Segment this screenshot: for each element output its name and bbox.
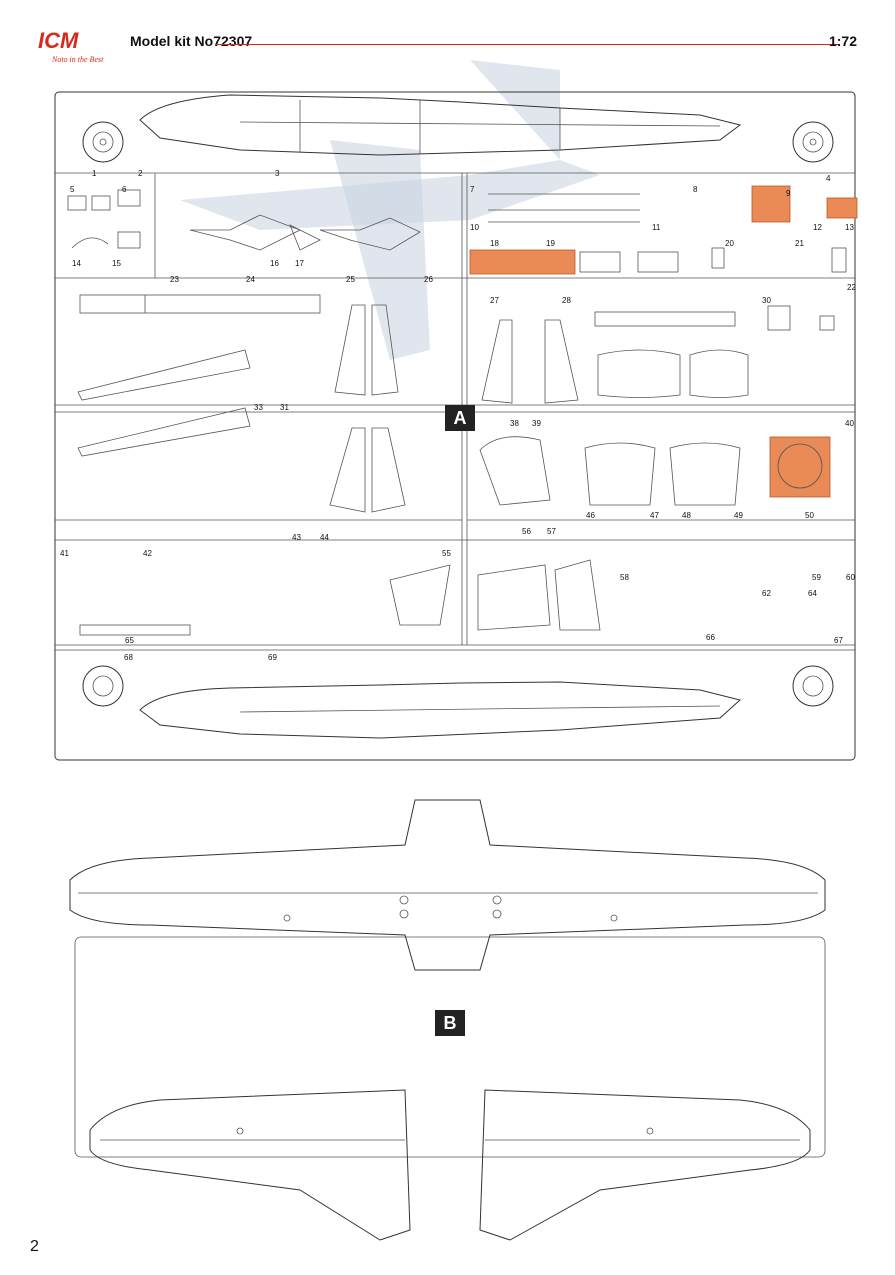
- part-label: 62: [762, 589, 771, 598]
- part-label: 20: [725, 239, 734, 248]
- part-label: 23: [170, 275, 179, 284]
- part-label: 27: [490, 296, 499, 305]
- part-label: 44: [320, 533, 329, 542]
- icm-logo: ICM Noto in the Best: [38, 28, 133, 74]
- logo-tagline: Noto in the Best: [52, 55, 104, 64]
- part-label: 59: [812, 573, 821, 582]
- part-label: 60: [846, 573, 855, 582]
- part-label: 33: [254, 403, 263, 412]
- part-label: 22: [847, 283, 856, 292]
- part-label: 67: [834, 636, 843, 645]
- part-label: 43: [292, 533, 301, 542]
- scale-label: 1:72: [828, 33, 857, 49]
- part-label: 13: [845, 223, 854, 232]
- page-header: ICM Noto in the Best Model kit No72307 1…: [0, 0, 895, 80]
- part-label: 11: [652, 223, 661, 232]
- part-label: 56: [522, 527, 531, 536]
- part-label: 16: [270, 259, 279, 268]
- part-label: 39: [532, 419, 541, 428]
- part-label: 41: [60, 549, 69, 558]
- part-label: 42: [143, 549, 152, 558]
- part-label: 31: [280, 403, 289, 412]
- part-label: 9: [786, 189, 791, 198]
- part-label: 10: [470, 223, 479, 232]
- part-label: 5: [70, 185, 75, 194]
- part-label: 19: [546, 239, 555, 248]
- part-label: 21: [795, 239, 804, 248]
- part-label: 24: [246, 275, 255, 284]
- part-label: 58: [620, 573, 629, 582]
- part-label: 7: [470, 185, 475, 194]
- part-label: 47: [650, 511, 659, 520]
- part-label: 55: [442, 549, 451, 558]
- part-label: 14: [72, 259, 81, 268]
- part-label: 6: [122, 185, 127, 194]
- part-label: 8: [693, 185, 698, 194]
- sprue-b-label: B: [435, 1010, 465, 1036]
- fuselage-top: [139, 94, 742, 156]
- part-label: 2: [138, 169, 143, 178]
- part-label: 46: [586, 511, 595, 520]
- wheels-top: [82, 121, 834, 163]
- part-label: 3: [275, 169, 280, 178]
- part-label: 40: [845, 419, 854, 428]
- logo-text: ICM: [38, 28, 79, 53]
- part-label: 68: [124, 653, 133, 662]
- part-label: 66: [706, 633, 715, 642]
- part-label: 4: [826, 174, 831, 183]
- page-number: 2: [30, 1238, 39, 1255]
- part-label: 38: [510, 419, 519, 428]
- part-label: 25: [346, 275, 355, 284]
- long-spars: [77, 294, 736, 457]
- part-label: 65: [125, 636, 134, 645]
- part-label: 1: [92, 169, 97, 178]
- part-label: 12: [813, 223, 822, 232]
- part-label: 57: [547, 527, 556, 536]
- part-label: 64: [808, 589, 817, 598]
- small-parts-row: [67, 189, 421, 251]
- part-label: 48: [682, 511, 691, 520]
- orange-highlight-parts: [469, 185, 858, 498]
- part-label: 15: [112, 259, 121, 268]
- canopy-frames: [389, 436, 741, 631]
- fuselage-bottom: [79, 624, 834, 739]
- part-label: 49: [734, 511, 743, 520]
- part-label: 17: [295, 259, 304, 268]
- part-label: 28: [562, 296, 571, 305]
- header-rule: [215, 44, 840, 45]
- part-label: 50: [805, 511, 814, 520]
- part-label: 30: [762, 296, 771, 305]
- ghost-silhouette: [180, 60, 600, 360]
- sprue-b-frame: [69, 799, 826, 1241]
- part-label: 26: [424, 275, 433, 284]
- part-label: 69: [268, 653, 277, 662]
- right-parts: [488, 193, 847, 331]
- model-kit-title: Model kit No72307: [130, 33, 253, 49]
- sprue-a-label: A: [445, 405, 475, 431]
- part-number-labels: 1 2 3 4 5 6 7 8 9 10 11 12 13 14 15 16 1…: [60, 169, 856, 662]
- part-label: 18: [490, 239, 499, 248]
- control-surfaces: [329, 304, 749, 513]
